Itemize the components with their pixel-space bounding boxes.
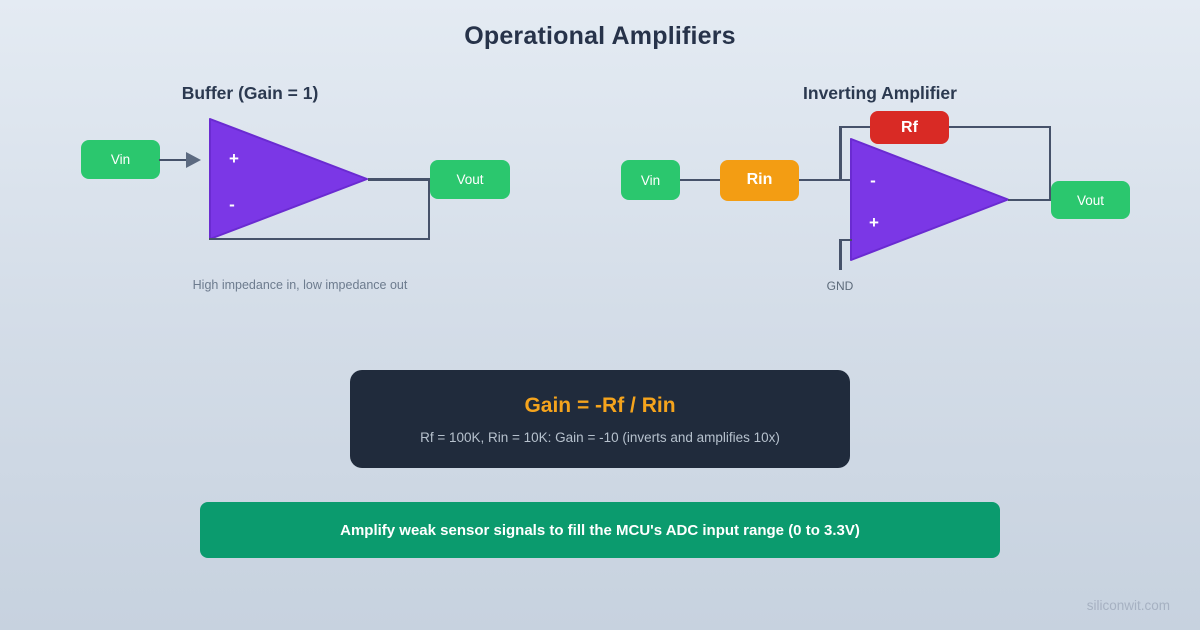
inverting-feedback-wire-top-left [839, 125, 872, 128]
watermark: siliconwit.com [1086, 598, 1170, 613]
page-title: Operational Amplifiers [464, 22, 736, 50]
buffer-vout-label: Vout [456, 172, 484, 187]
inverting-vin-node: Vin [621, 160, 680, 200]
buffer-opamp-triangle [209, 118, 368, 240]
inverting-output-wire [1008, 198, 1051, 202]
buffer-caption: High impedance in, low impedance out [192, 278, 408, 292]
buffer-input-wire [159, 158, 190, 162]
buffer-feedback-wire-bottom [209, 237, 430, 240]
inverting-vout-node: Vout [1051, 181, 1130, 219]
inverting-feedback-wire-right [1048, 126, 1051, 201]
inverting-vout-label: Vout [1076, 192, 1105, 208]
inverting-section-title: Inverting Amplifier [803, 83, 957, 103]
buffer-output-wire [368, 178, 430, 181]
buffer-section-title: Buffer (Gain = 1) [181, 83, 319, 103]
buffer-vin-node: Vin [81, 140, 160, 179]
signal-arrow-icon [186, 152, 201, 168]
inverting-input-wire-2 [799, 178, 850, 182]
inverting-rf-label: Rf [901, 118, 918, 136]
gain-formula-subtitle: Rf = 100K, Rin = 10K: Gain = -10 (invert… [420, 429, 780, 445]
gain-formula-card: Gain = -Rf / Rin Rf = 100K, Rin = 10K: G… [350, 370, 850, 468]
inverting-feedback-wire-top-right [949, 125, 1051, 128]
buffer-vin-label: Vin [110, 152, 131, 167]
inverting-opamp-triangle [850, 138, 1009, 261]
inverting-gnd-wire-h [839, 238, 853, 241]
inverting-inverting-pin: - [870, 171, 876, 190]
inverting-rin-label: Rin [746, 171, 773, 188]
application-note-text: Amplify weak sensor signals to fill the … [340, 521, 860, 539]
buffer-inverting-pin: - [229, 195, 235, 214]
inverting-gnd-wire-v [839, 239, 842, 270]
inverting-noninverting-pin: + [869, 213, 879, 232]
inverting-rf-resistor: Rf [870, 111, 949, 144]
inverting-rin-resistor: Rin [720, 159, 799, 201]
inverting-gnd-label: GND [826, 279, 854, 293]
buffer-vout-node: Vout [430, 160, 510, 199]
inverting-input-wire-1 [680, 178, 720, 182]
application-note-banner: Amplify weak sensor signals to fill the … [200, 502, 1000, 558]
gain-formula-title: Gain = -Rf / Rin [524, 393, 676, 417]
inverting-vin-label: Vin [640, 172, 661, 188]
buffer-feedback-wire-right [427, 179, 430, 240]
buffer-noninverting-pin: + [229, 149, 239, 168]
inverting-feedback-wire-left [839, 126, 842, 180]
